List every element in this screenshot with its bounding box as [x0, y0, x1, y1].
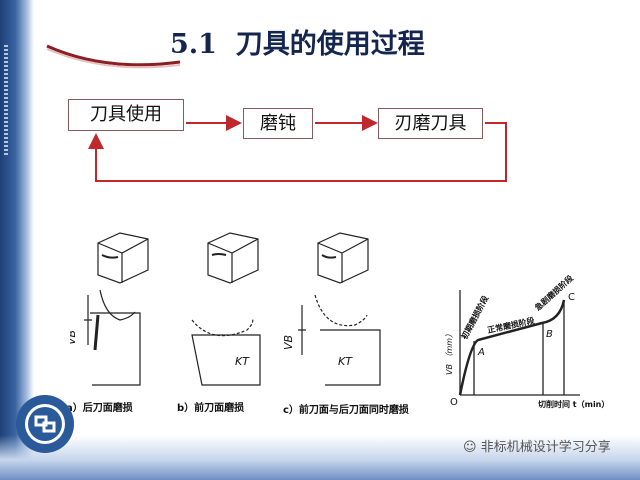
flow-step-tool-use: 刀具使用 — [68, 99, 184, 131]
wear-curve — [458, 299, 566, 396]
x-axis-label: 切削时间 t（min） — [538, 399, 609, 409]
y-axis-label: VB （mm） — [445, 330, 454, 375]
sidebar-decoration — [0, 0, 34, 480]
figure-c-caption: c）前刀面与后刀面同时磨损 — [283, 405, 409, 416]
figure-b-rake-wear — [191, 232, 261, 386]
stage-initial-label: 初期磨损阶段 — [459, 294, 490, 341]
flow-step-regrind: 刃磨刀具 — [378, 108, 483, 139]
page-title: 5.1 刀具的使用过程 — [170, 29, 425, 60]
title-swoosh — [46, 44, 181, 69]
point-c-label: C — [568, 292, 575, 303]
flow-arrows — [88, 115, 507, 182]
origin-label: O — [450, 397, 458, 408]
point-a-label: A — [477, 347, 485, 358]
bottom-gradient — [0, 435, 640, 480]
flow-step-dulling: 磨钝 — [243, 108, 313, 139]
point-b-label: B — [546, 329, 553, 340]
figure-a-vb-label: VB — [70, 330, 78, 345]
figure-b-kt-label: KT — [235, 355, 250, 368]
figure-c-vb-label: VB — [282, 335, 295, 350]
university-logo — [16, 395, 74, 453]
figure-a-caption: a）后刀面磨损 — [66, 403, 133, 414]
wechat-icon: ☺ — [463, 440, 477, 455]
watermark: ☺ 非标机械设计学习分享 — [463, 440, 611, 455]
tool-wear-figures: VB KT VB KT — [70, 232, 381, 386]
figure-a-flank-wear — [84, 232, 149, 386]
sidebar-text-pattern — [4, 45, 8, 155]
figure-b-caption: b）前刀面磨损 — [177, 403, 245, 414]
wear-curve-chart: O A B C VB （mm） 切削时间 t（min） 初期磨损阶段 正常磨损阶… — [445, 275, 609, 409]
figure-c-combined-wear — [298, 232, 381, 386]
figure-c-kt-label: KT — [338, 355, 353, 368]
